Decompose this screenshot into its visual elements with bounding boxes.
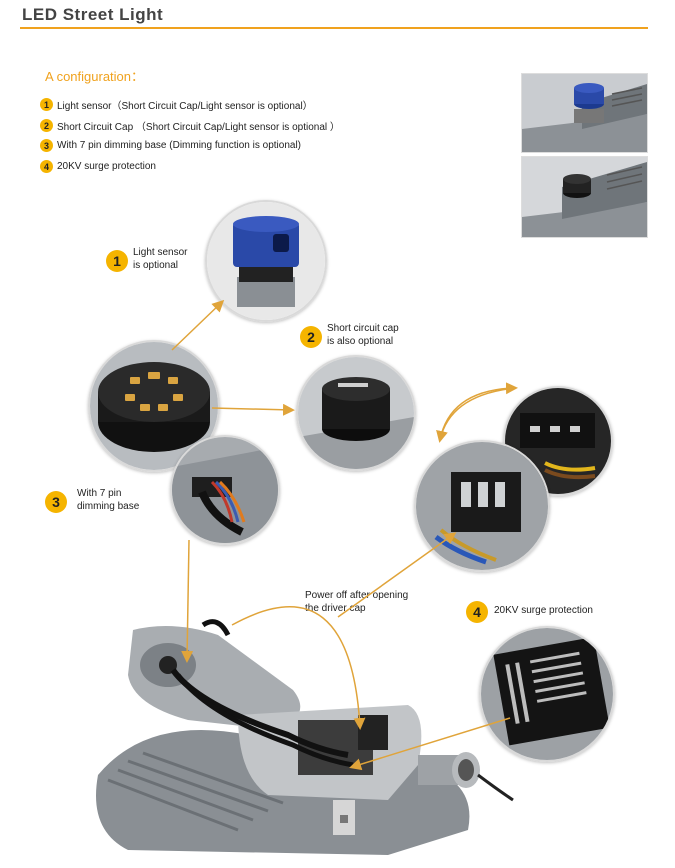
number-badge: 4: [40, 160, 53, 173]
number-badge: 3: [40, 139, 53, 152]
config-item-3: 3 With 7 pin dimming base (Dimming funct…: [40, 139, 301, 152]
config-item-text: Light sensor（Short Circuit Cap/Light sen…: [57, 101, 313, 112]
dimming-base-wiring-photo: [170, 435, 280, 545]
config-item-text: With 7 pin dimming base (Dimming functio…: [57, 140, 301, 151]
callout-number-4: 4: [466, 601, 488, 623]
callout-line: With 7 pin: [77, 488, 122, 499]
callout-line: Light sensor: [133, 247, 188, 258]
callout-number-3: 3: [45, 491, 67, 513]
config-item-4: 4 20KV surge protection: [40, 160, 156, 173]
title-divider: [20, 27, 648, 29]
config-item-1: 1 Light sensor（Short Circuit Cap/Light s…: [40, 97, 313, 112]
callout-number-2: 2: [300, 326, 322, 348]
config-item-text: Short Circuit Cap （Short Circuit Cap/Lig…: [57, 122, 340, 133]
number-badge: 1: [40, 98, 53, 111]
short-circuit-cap-photo: [296, 355, 416, 471]
thumbnail-short-circuit-cap: [521, 156, 648, 238]
callout-number-1: 1: [106, 250, 128, 272]
config-item-2: 2 Short Circuit Cap （Short Circuit Cap/L…: [40, 118, 340, 133]
light-sensor-photo: [205, 200, 327, 322]
number-badge: 2: [40, 119, 53, 132]
callout-line: Power off after opening: [305, 590, 409, 601]
terminal-block-photo: [414, 440, 550, 572]
callout-label-power-off: Power off after opening the driver cap: [305, 589, 408, 615]
surge-protector-photo: [479, 626, 615, 762]
thumbnail-light-sensor: [521, 73, 648, 153]
callout-line: is optional: [133, 260, 179, 271]
callout-label-surge-protection: 20KV surge protection: [494, 605, 593, 616]
callout-label-light-sensor: Light sensor is optional: [133, 246, 187, 272]
callout-line: Short circuit cap: [327, 323, 399, 334]
seven-pin-socket-photo: [88, 340, 220, 472]
callout-line: dimming base: [77, 501, 140, 512]
page-title: LED Street Light: [22, 5, 164, 24]
config-item-text: 20KV surge protection: [57, 161, 156, 172]
callout-label-dimming-base: With 7 pin dimming base: [77, 487, 139, 513]
callout-line: the driver cap: [305, 603, 366, 614]
config-heading: A configuration：: [45, 69, 145, 84]
callout-line: is also optional: [327, 336, 394, 347]
street-light-main-photo: [88, 615, 518, 860]
callout-label-short-circuit-cap: Short circuit cap is also optional: [327, 322, 399, 348]
